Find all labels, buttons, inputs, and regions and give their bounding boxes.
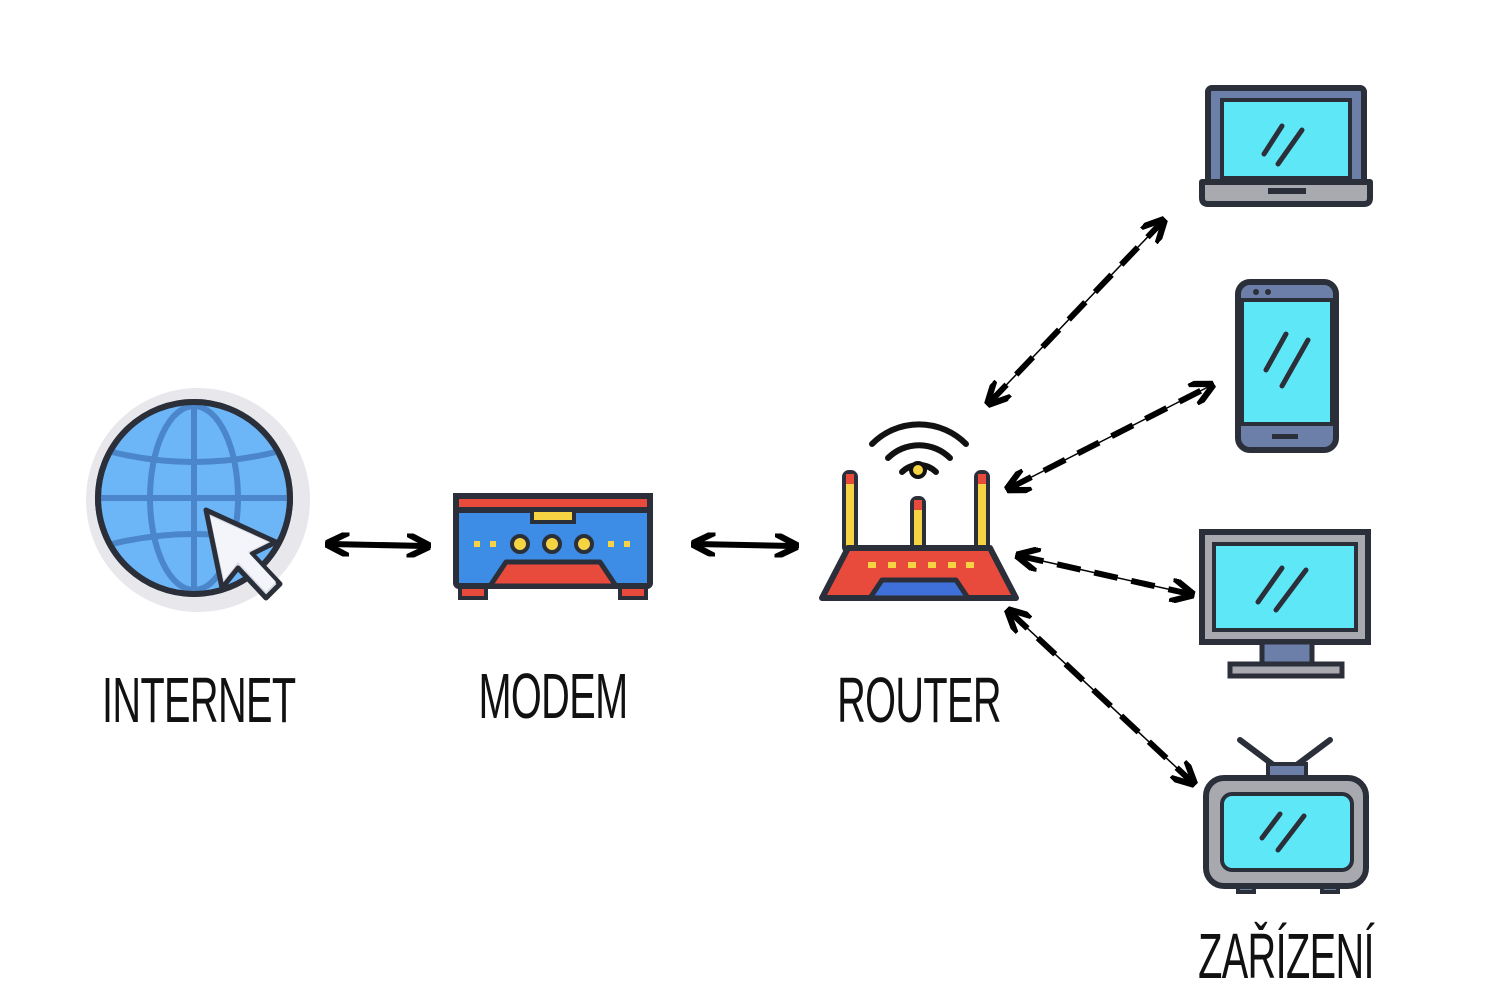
smartphone-icon	[1235, 279, 1339, 453]
arrow-modem-router	[696, 544, 794, 546]
retro-tv-icon	[1203, 737, 1369, 894]
router-label: ROUTER	[837, 664, 1001, 736]
laptop-icon	[1199, 85, 1373, 207]
arrow-internet-modem	[330, 544, 426, 546]
monitor-icon	[1199, 529, 1371, 679]
modem-icon	[453, 493, 653, 600]
globe-cursor-icon	[86, 388, 310, 612]
wifi-router-icon	[819, 421, 1019, 601]
internet-label: INTERNET	[102, 664, 296, 736]
devices-label: ZAŘÍZENÍ	[1198, 920, 1374, 992]
connections	[330, 222, 1210, 782]
modem-label: MODEM	[478, 660, 629, 732]
